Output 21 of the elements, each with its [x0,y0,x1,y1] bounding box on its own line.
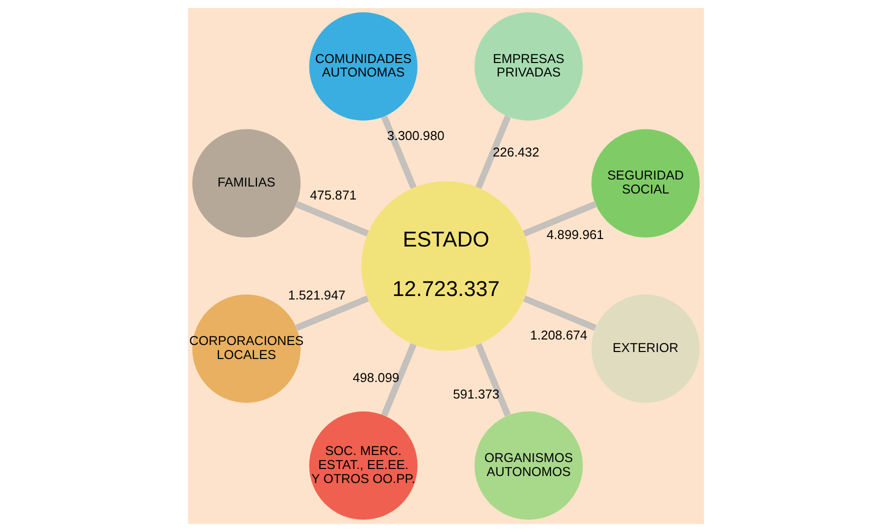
connector [475,343,511,417]
node-circle: ESTADO 12.723.337 [361,181,531,351]
connector [523,295,597,331]
node-label: 226.432 [492,144,540,160]
connector [381,343,417,417]
node-label: 475.871 [310,187,357,202]
node-label: 3.300.980 [387,128,444,144]
node-circle: EXTERIOR [591,294,700,403]
connector [475,115,511,189]
node-circle: COMUNIDADES AUTONOMAS [309,12,418,121]
node-label: 591.373 [452,386,500,402]
node-label: 498.099 [352,370,400,386]
node-circle: ORGANISMOS AUTONOMOS [474,411,583,520]
node-label: 1.208.674 [530,327,588,342]
connector [381,115,417,189]
node-circle: EMPRESAS PRIVADAS [474,12,583,121]
connector [295,201,369,237]
connector [295,295,369,331]
node-circle: FAMILIAS [192,129,301,238]
node-circle: SOC. MERC. ESTAT., EE.EE. Y OTROS OO.PP. [309,411,418,520]
connector [523,201,597,237]
